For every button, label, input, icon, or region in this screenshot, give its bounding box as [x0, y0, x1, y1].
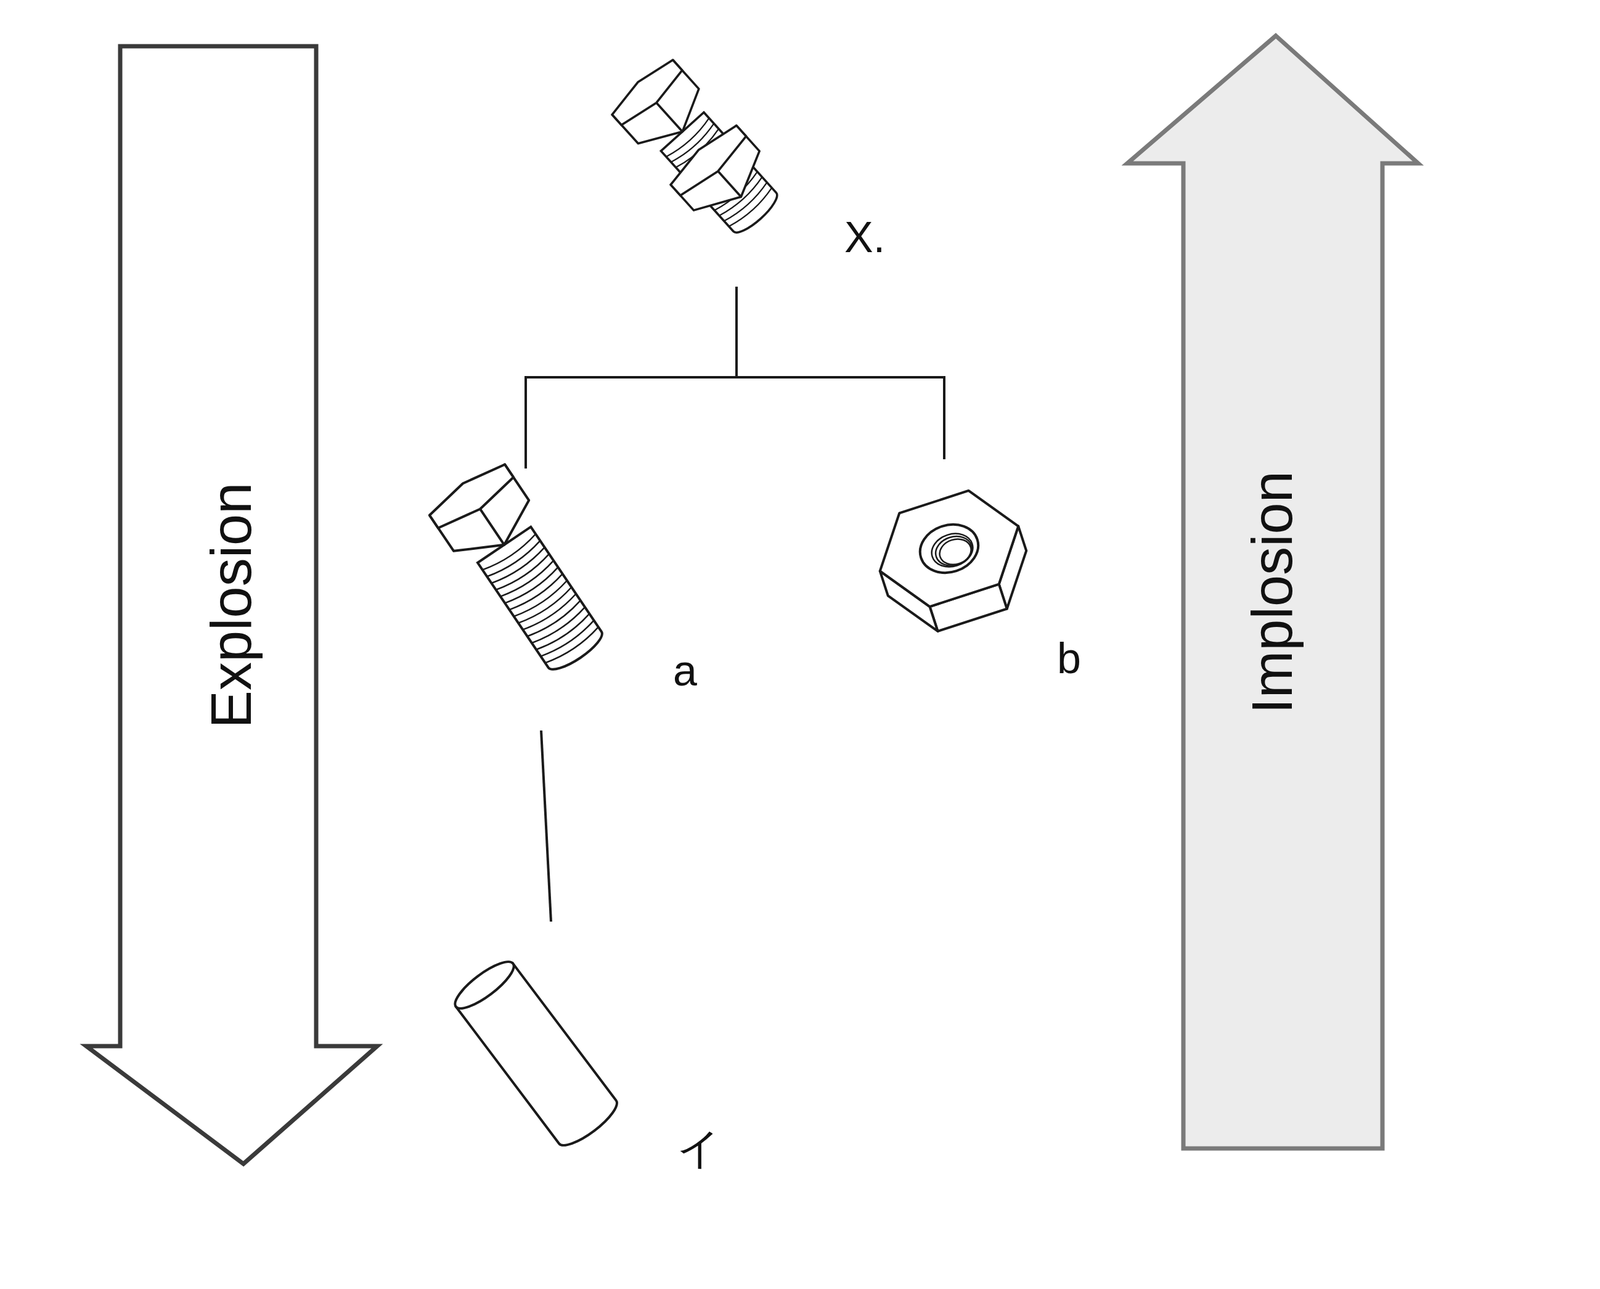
arrow-label: Explosion — [200, 481, 263, 728]
bolt-head-face — [607, 54, 688, 131]
part-label: b — [1057, 634, 1082, 683]
bolt-head-edge — [656, 102, 683, 132]
assembly-part: X. — [610, 52, 894, 287]
cylinder-end — [449, 954, 520, 1016]
hex-bolt — [425, 457, 619, 683]
nut-face — [864, 479, 1034, 619]
thread-line — [527, 600, 584, 640]
bolt-head-edge — [480, 509, 505, 545]
block-arrow — [86, 46, 378, 1164]
explosion-arrow: Explosion — [86, 46, 378, 1164]
arrow-label: Implosion — [1241, 470, 1304, 714]
thread-line — [491, 547, 547, 587]
bolt-shank — [477, 526, 608, 676]
nut-edge — [718, 171, 741, 197]
hex-nut — [864, 479, 1042, 643]
blank-part: イ — [443, 921, 729, 1184]
screw-thread — [666, 118, 775, 230]
cylinder-blank — [449, 954, 624, 1153]
nut-thread — [931, 531, 976, 571]
part-label: X. — [844, 213, 886, 262]
nut-thread — [936, 534, 975, 569]
bolt-head-face — [425, 457, 518, 535]
tree-connector — [541, 730, 552, 922]
block-arrow — [1127, 35, 1419, 1149]
nut-thread — [927, 528, 978, 572]
nut-hole — [914, 517, 985, 580]
thread-line — [496, 554, 552, 594]
screw-thread — [482, 533, 601, 666]
thread-line — [500, 560, 556, 600]
thread-line — [514, 580, 570, 621]
bolt-part: a — [431, 468, 715, 731]
tree-connector — [525, 286, 737, 469]
thread-line — [504, 567, 561, 607]
thread-line — [545, 626, 601, 667]
thread-line — [536, 613, 592, 654]
thread-line — [518, 587, 574, 627]
part-label: イ — [676, 1124, 722, 1173]
nut-part: b — [869, 459, 1116, 719]
thread-line — [522, 593, 579, 633]
tree-connector — [736, 286, 945, 460]
bolt-nut-assembly — [605, 52, 794, 248]
thread-line — [509, 573, 565, 614]
implosion-arrow: Implosion — [1127, 35, 1419, 1149]
part-label: a — [673, 647, 698, 695]
thread-line — [531, 607, 588, 647]
thread-line — [540, 620, 596, 660]
